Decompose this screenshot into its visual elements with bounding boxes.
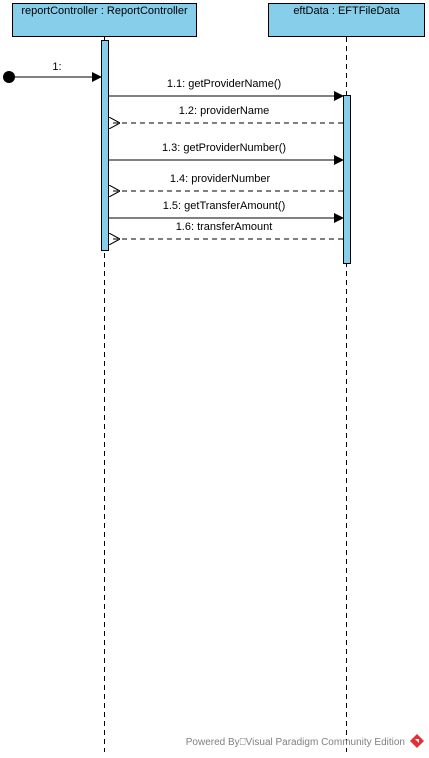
message-label: 1.4: providerNumber	[170, 173, 271, 185]
lifeline-report-controller-label: reportController : ReportController	[21, 5, 188, 17]
activation-eft-data[interactable]	[343, 95, 351, 264]
found-message[interactable]: 1:	[3, 61, 102, 83]
message-1-3[interactable]: 1.3: getProviderNumber()	[109, 142, 344, 165]
lifeline-eft-data-label: eftData : EFTFileData	[293, 5, 400, 17]
lifeline-eft-data[interactable]: eftData : EFTFileData	[268, 3, 425, 753]
message-label: 1.5: getTransferAmount()	[163, 200, 285, 212]
activation-report-controller[interactable]	[101, 40, 109, 251]
message-label: 1.1: getProviderName()	[167, 78, 281, 90]
found-message-label: 1:	[52, 61, 61, 73]
message-label: 1.2: providerName	[179, 105, 270, 117]
footer: Powered By⎕Visual Paradigm Community Edi…	[186, 734, 424, 748]
message-1-4[interactable]: 1.4: providerNumber	[109, 173, 343, 191]
message-1-1[interactable]: 1.1: getProviderName()	[109, 78, 344, 101]
lifeline-eft-data-head[interactable]	[268, 3, 425, 37]
visual-paradigm-logo-icon	[410, 734, 424, 748]
message-1-5[interactable]: 1.5: getTransferAmount()	[109, 200, 344, 223]
message-1-6[interactable]: 1.6: transferAmount	[109, 221, 343, 239]
message-label: 1.3: getProviderNumber()	[162, 142, 286, 154]
footer-text: Powered By⎕Visual Paradigm Community Edi…	[186, 737, 405, 748]
message-label: 1.6: transferAmount	[176, 221, 273, 233]
lifeline-report-controller-head[interactable]	[12, 3, 197, 37]
lifeline-report-controller[interactable]: reportController : ReportController	[12, 3, 197, 753]
message-1-2[interactable]: 1.2: providerName	[109, 105, 343, 123]
